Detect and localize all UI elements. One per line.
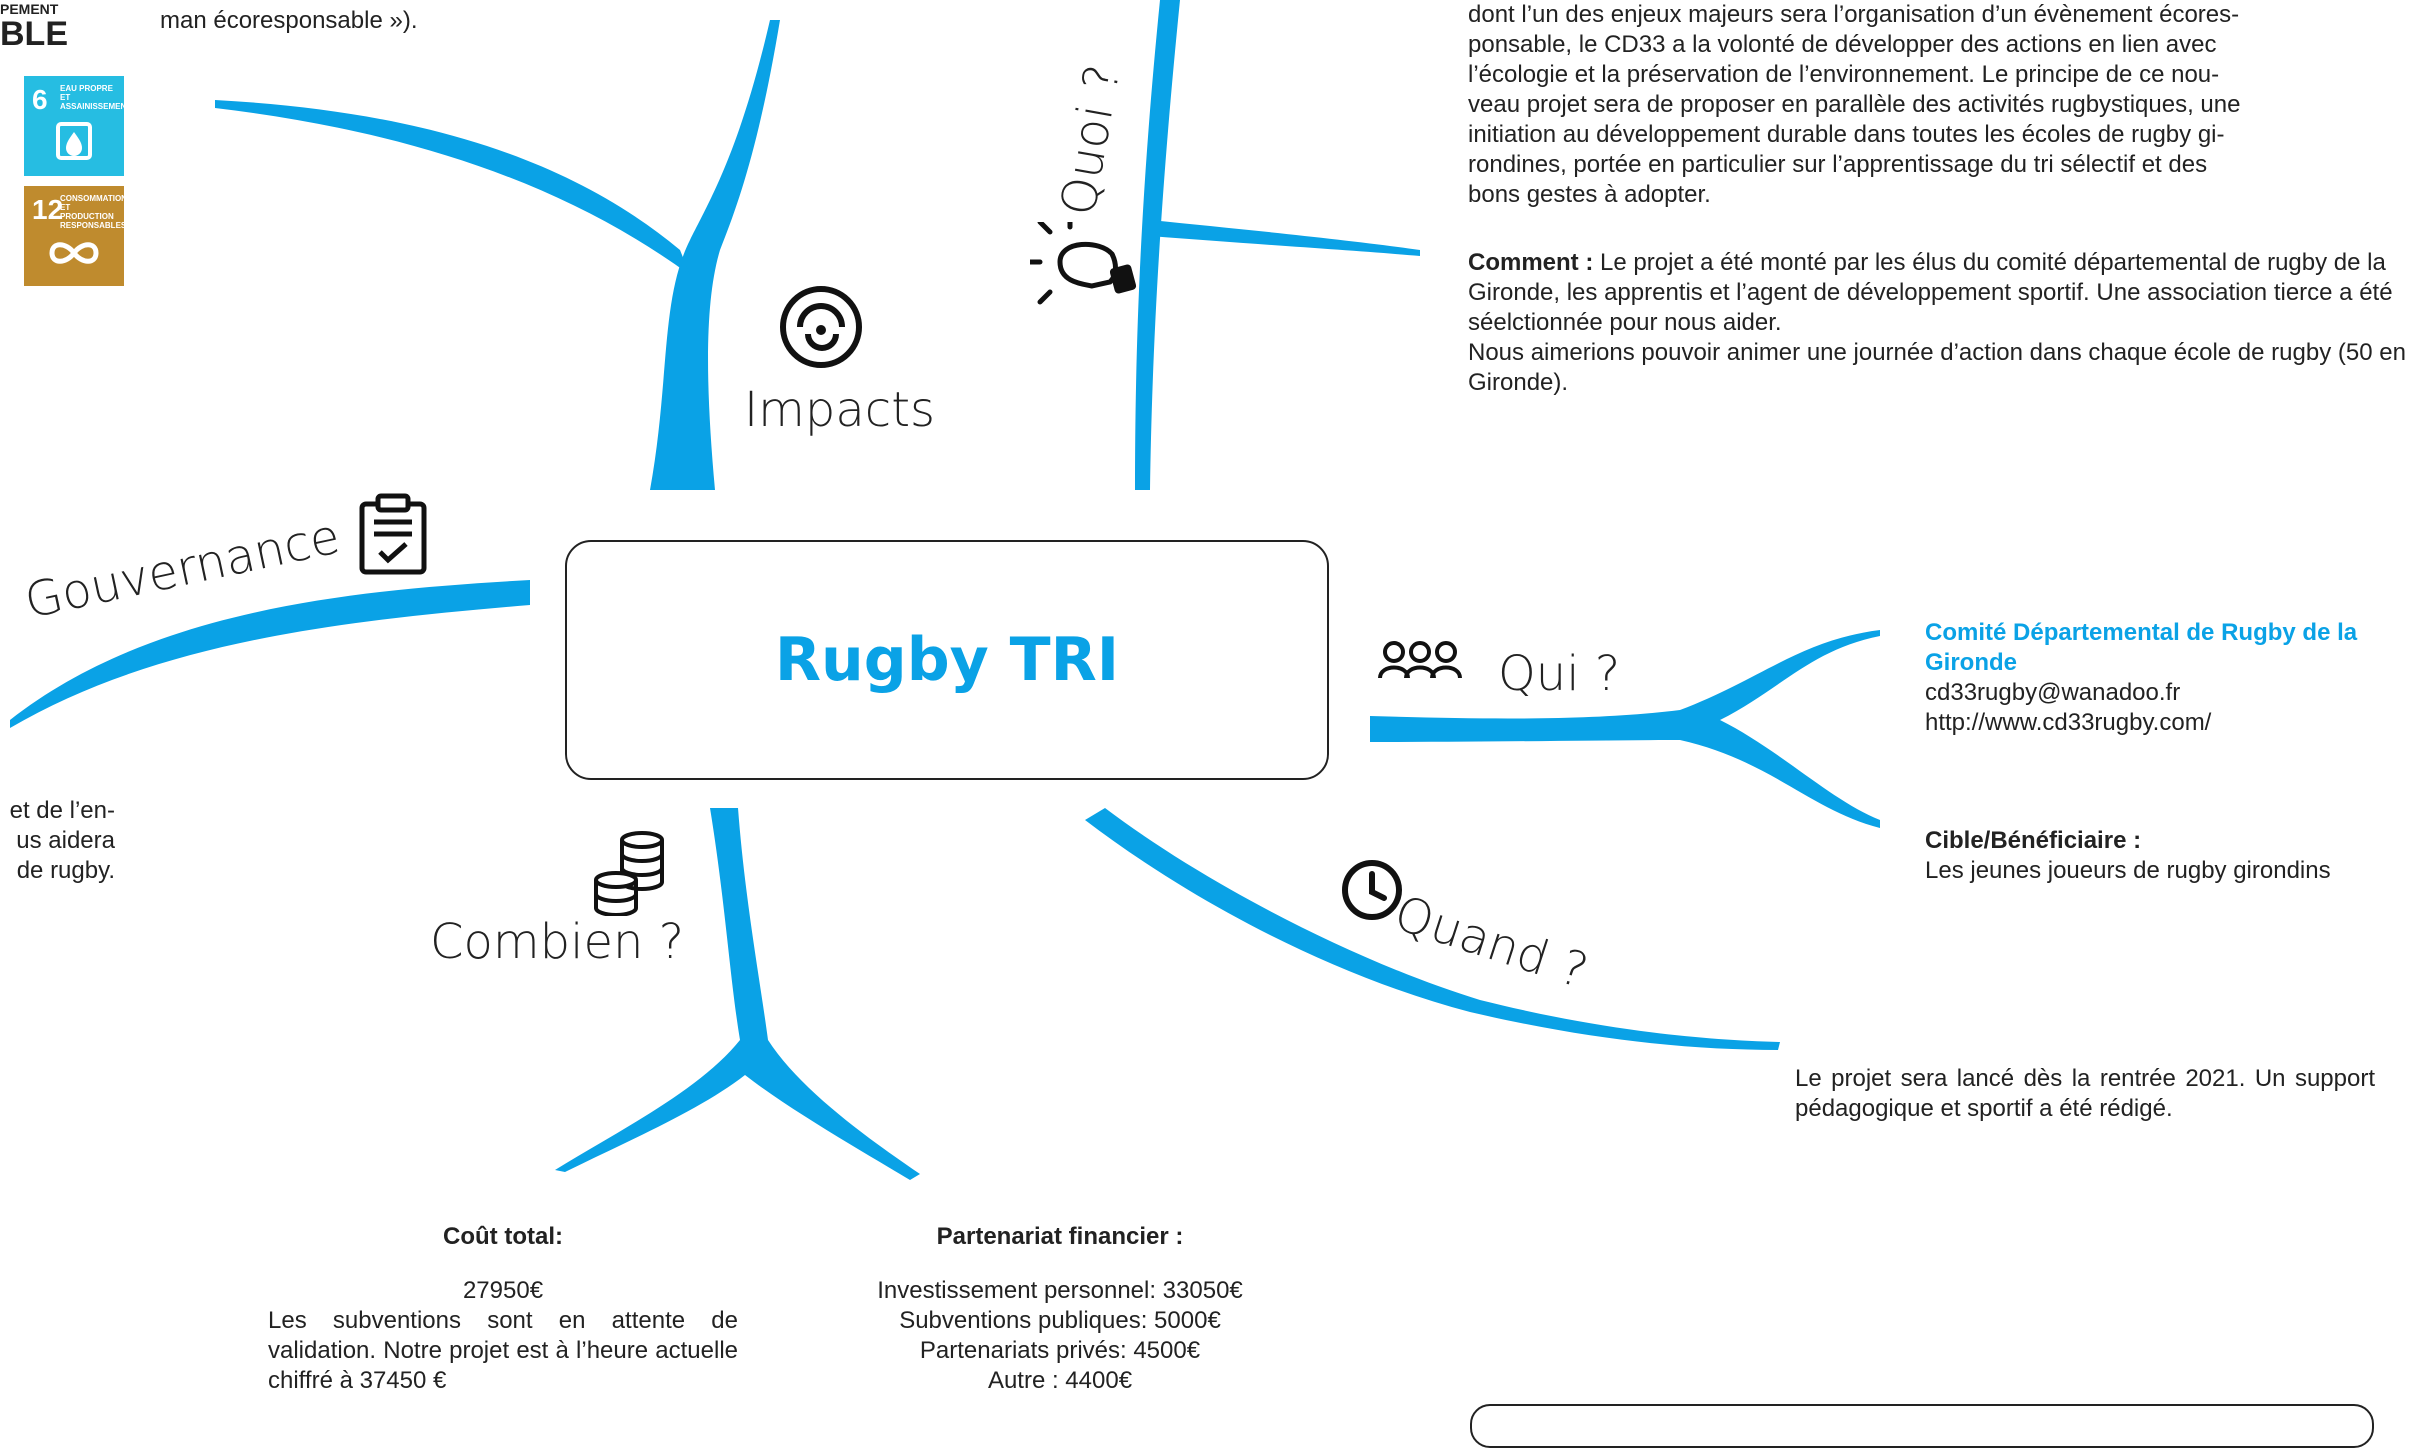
comment-text: Le projet a été monté par les élus du co… (1468, 249, 2393, 336)
partenariat-line: Autre : 4400€ (987, 1367, 1133, 1394)
impacts-icon (780, 286, 862, 368)
branch-impacts (650, 20, 780, 490)
branch-combien (555, 808, 920, 1180)
quoi-line: l’écologie et la préservation de l’envir… (1468, 61, 2220, 88)
quoi-line: veau projet sera de proposer en parallèl… (1468, 91, 2241, 118)
partenariat-line: Investissement personnel: 33050€ (877, 1277, 1243, 1304)
sdg-tile-6: 6 EAU PROPRE ET ASSAINISSEMENT (24, 76, 132, 176)
clock-icon (1342, 860, 1402, 920)
branch-qui (1370, 630, 1880, 828)
qui-url[interactable]: http://www.cd33rugby.com/ (1925, 709, 2212, 736)
quoi-line: initiation au développement durable dans… (1468, 121, 2225, 148)
infinity-icon (49, 242, 99, 264)
quoi-line: bons gestes à adopter. (1468, 181, 1711, 208)
mindmap-branches (10, 0, 1880, 1180)
top-left-text: man écoresponsable »). (160, 7, 418, 34)
comment-line2: Nous aimerions pouvoir animer une journé… (1468, 339, 2406, 396)
partenariat-line: Partenariats privés: 4500€ (919, 1337, 1201, 1364)
water-drop-icon (56, 122, 92, 160)
branch-gouvernance (10, 580, 530, 728)
comment-label: Comment : (1468, 249, 1594, 276)
partenariat-line: Subventions publiques: 5000€ (899, 1307, 1221, 1334)
cible-value: Les jeunes joueurs de rugby girondins (1925, 857, 2331, 884)
cout-block: Coût total: 27950€ Les subventions sont … (268, 1222, 738, 1396)
branch-quoi (1135, 0, 1180, 490)
sdg-tile-number: 6 (32, 84, 48, 115)
qui-text: Comité Départemental de Rugby de la Giro… (1925, 618, 2430, 738)
quoi-line: dont l’un des enjeux majeurs sera l’orga… (1468, 1, 2240, 28)
gouvernance-line: us aidera (16, 827, 115, 854)
lightbulb-icon (1030, 222, 1137, 305)
people-icon (1378, 641, 1462, 679)
bottom-box-edge (1470, 1404, 2374, 1448)
qui-org: Comité Départemental de Rugby de la Giro… (1925, 619, 2358, 676)
comment-paragraph: Comment : Le projet a été monté par les … (1468, 248, 2423, 398)
sdg-tile-title: EAU PROPRE ET ASSAINISSEMENT (60, 84, 132, 111)
sdg-tile-12: 12 CONSOMMATION ET PRODUCTION RESPONSABL… (24, 186, 127, 286)
sdg-tile-title: CONSOMMATION ET PRODUCTION RESPONSABLES (60, 194, 127, 230)
cout-label: Coût total: (443, 1223, 563, 1250)
sdg-header: PEMENT BLE (0, 0, 68, 53)
branch-label-qui: Qui ? (1498, 646, 1621, 702)
partenariat-label: Partenariat financier : (936, 1223, 1184, 1250)
branch-impacts-left (215, 100, 690, 275)
quand-text: Le projet sera lancé dès la rentrée 2021… (1795, 1065, 2375, 1122)
sdg-header-a: PEMENT (0, 1, 59, 17)
cible-label: Cible/Bénéficiaire : (1925, 827, 2142, 854)
qui-email[interactable]: cd33rugby@wanadoo.fr (1925, 679, 2181, 706)
cout-value: 27950€ (462, 1277, 544, 1304)
branch-label-combien: Combien ? (430, 914, 685, 970)
gouvernance-line: de rugby. (16, 857, 115, 884)
clipboard-icon (359, 493, 427, 575)
central-title: Rugby TRI (774, 625, 1120, 695)
central-node: Rugby TRI (565, 540, 1329, 780)
quoi-text: dont l’un des enjeux majeurs sera l’orga… (1468, 0, 2416, 210)
sdg-tile-number: 12 (32, 194, 64, 225)
partenariat-block: Partenariat financier : Investissement p… (840, 1222, 1280, 1396)
coins-icon (594, 831, 664, 916)
gouvernance-line: et de l’en- (9, 797, 115, 824)
quoi-line: ponsable, le CD33 a la volonté de dévelo… (1468, 31, 2217, 58)
gouvernance-text: et de l’en- us aidera de rugby. (0, 796, 115, 886)
branch-label-impacts: Impacts (744, 382, 936, 438)
branch-quoi-right (1150, 220, 1420, 256)
cible-block: Cible/Bénéficiaire : Les jeunes joueurs … (1925, 826, 2430, 886)
cout-desc: Les subventions sont en attente de valid… (268, 1307, 738, 1394)
sdg-header-b: BLE (0, 15, 68, 53)
quoi-line: rondines, portée en particulier sur l’ap… (1468, 151, 2208, 178)
